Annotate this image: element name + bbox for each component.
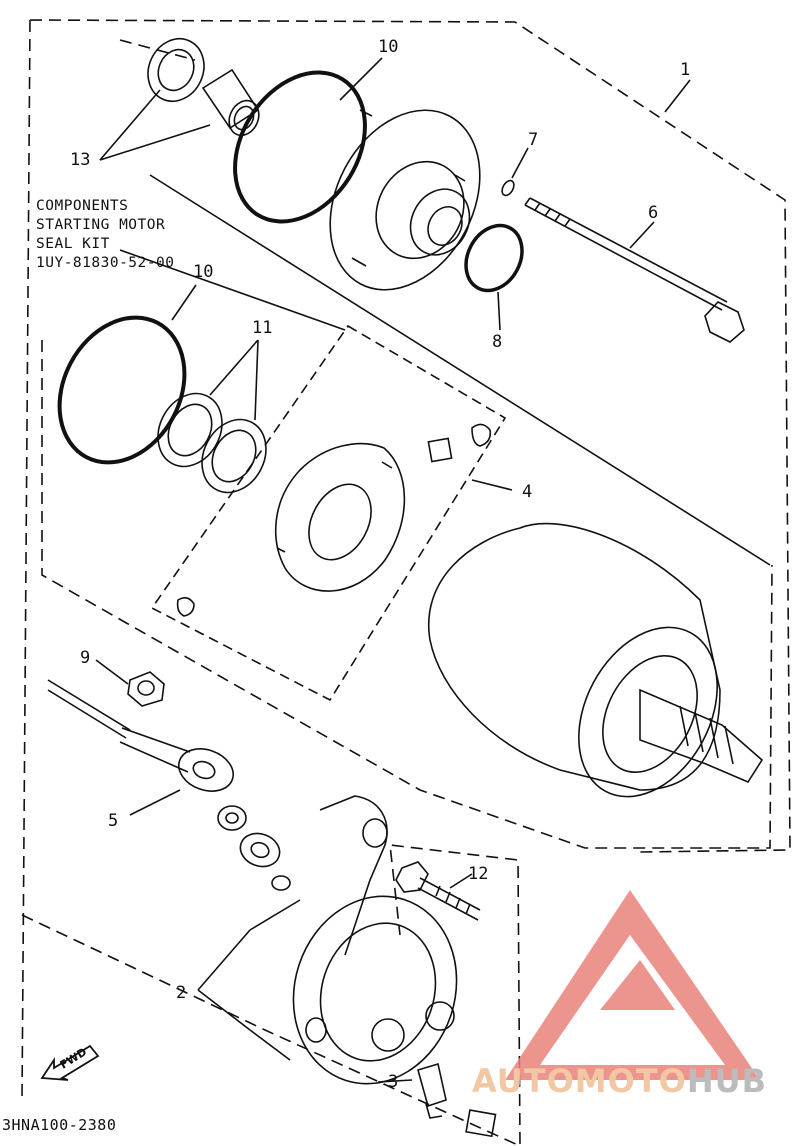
case-group-boundary <box>21 844 521 1146</box>
leader-3 <box>377 1079 413 1083</box>
leader-9 <box>95 659 129 685</box>
brush-plate-boundary <box>150 324 507 702</box>
leader-13-a <box>99 89 161 161</box>
leader-2 <box>197 929 251 1031</box>
watermark-text: AUTOMOTOHUB <box>472 1062 767 1100</box>
leader-10-upper <box>339 57 383 101</box>
title-line-3: SEAL KIT <box>36 236 110 252</box>
callout-10-upper: 10 <box>378 37 399 57</box>
title-line-4: 1UY-81830-52-00 <box>36 255 175 271</box>
callout-1: 1 <box>680 60 691 80</box>
callout-8: 8 <box>492 332 503 352</box>
leader-10-lower <box>171 284 197 321</box>
callout-5: 5 <box>108 811 119 831</box>
cable-lead-part <box>47 679 234 792</box>
callout-3: 3 <box>388 1072 399 1092</box>
watermark-part-1: AUTO <box>472 1062 575 1100</box>
bearing-part <box>201 68 260 137</box>
callout-10-lower: 10 <box>193 262 214 282</box>
leader-11-b <box>254 339 259 421</box>
leader-12 <box>449 873 473 889</box>
leader-13-b <box>99 124 211 161</box>
terminal-bolt-part <box>417 1062 497 1138</box>
leader-7 <box>511 147 529 179</box>
rear-case-part <box>249 795 458 1085</box>
front-cover-part <box>329 109 481 291</box>
leader-4 <box>471 479 513 491</box>
terminal-hardware <box>217 805 291 891</box>
guide-line-lower <box>119 249 346 331</box>
o-ring-medium <box>464 223 524 293</box>
watermark-part-3: HUB <box>686 1062 768 1100</box>
callout-6: 6 <box>648 203 659 223</box>
o-ring-large-upper <box>233 70 367 224</box>
shim-washers <box>157 392 267 494</box>
leader-6 <box>629 221 655 249</box>
yoke-armature-part <box>427 522 764 798</box>
drawing-code: 3HNA100-2380 <box>2 1116 117 1134</box>
watermark-part-2: MOTO <box>574 1062 687 1100</box>
leader-5 <box>129 789 181 816</box>
title-line-2: STARTING MOTOR <box>36 217 166 233</box>
callout-7: 7 <box>528 130 539 150</box>
o-ring-large-lower <box>57 315 187 465</box>
callout-4: 4 <box>522 482 533 502</box>
guide-line-upper <box>149 174 771 566</box>
nut-part <box>127 671 165 707</box>
callout-9: 9 <box>80 648 91 668</box>
assembly-boundary <box>21 19 791 1101</box>
callout-2: 2 <box>176 983 187 1003</box>
callout-12: 12 <box>468 864 489 884</box>
leader-8 <box>497 291 501 331</box>
leader-1 <box>664 79 691 113</box>
o-ring-small <box>501 179 515 197</box>
brush-plate-part <box>176 423 492 617</box>
callout-11: 11 <box>252 318 273 338</box>
callout-13: 13 <box>70 150 91 170</box>
through-bolt-part <box>524 197 745 343</box>
oil-seal-part <box>147 38 205 102</box>
case-bolt-part <box>395 861 481 921</box>
leader-11-a <box>209 339 259 396</box>
title-line-1: COMPONENTS <box>36 198 129 214</box>
forward-arrow-icon <box>40 1044 100 1081</box>
watermark-logo <box>505 890 760 1080</box>
